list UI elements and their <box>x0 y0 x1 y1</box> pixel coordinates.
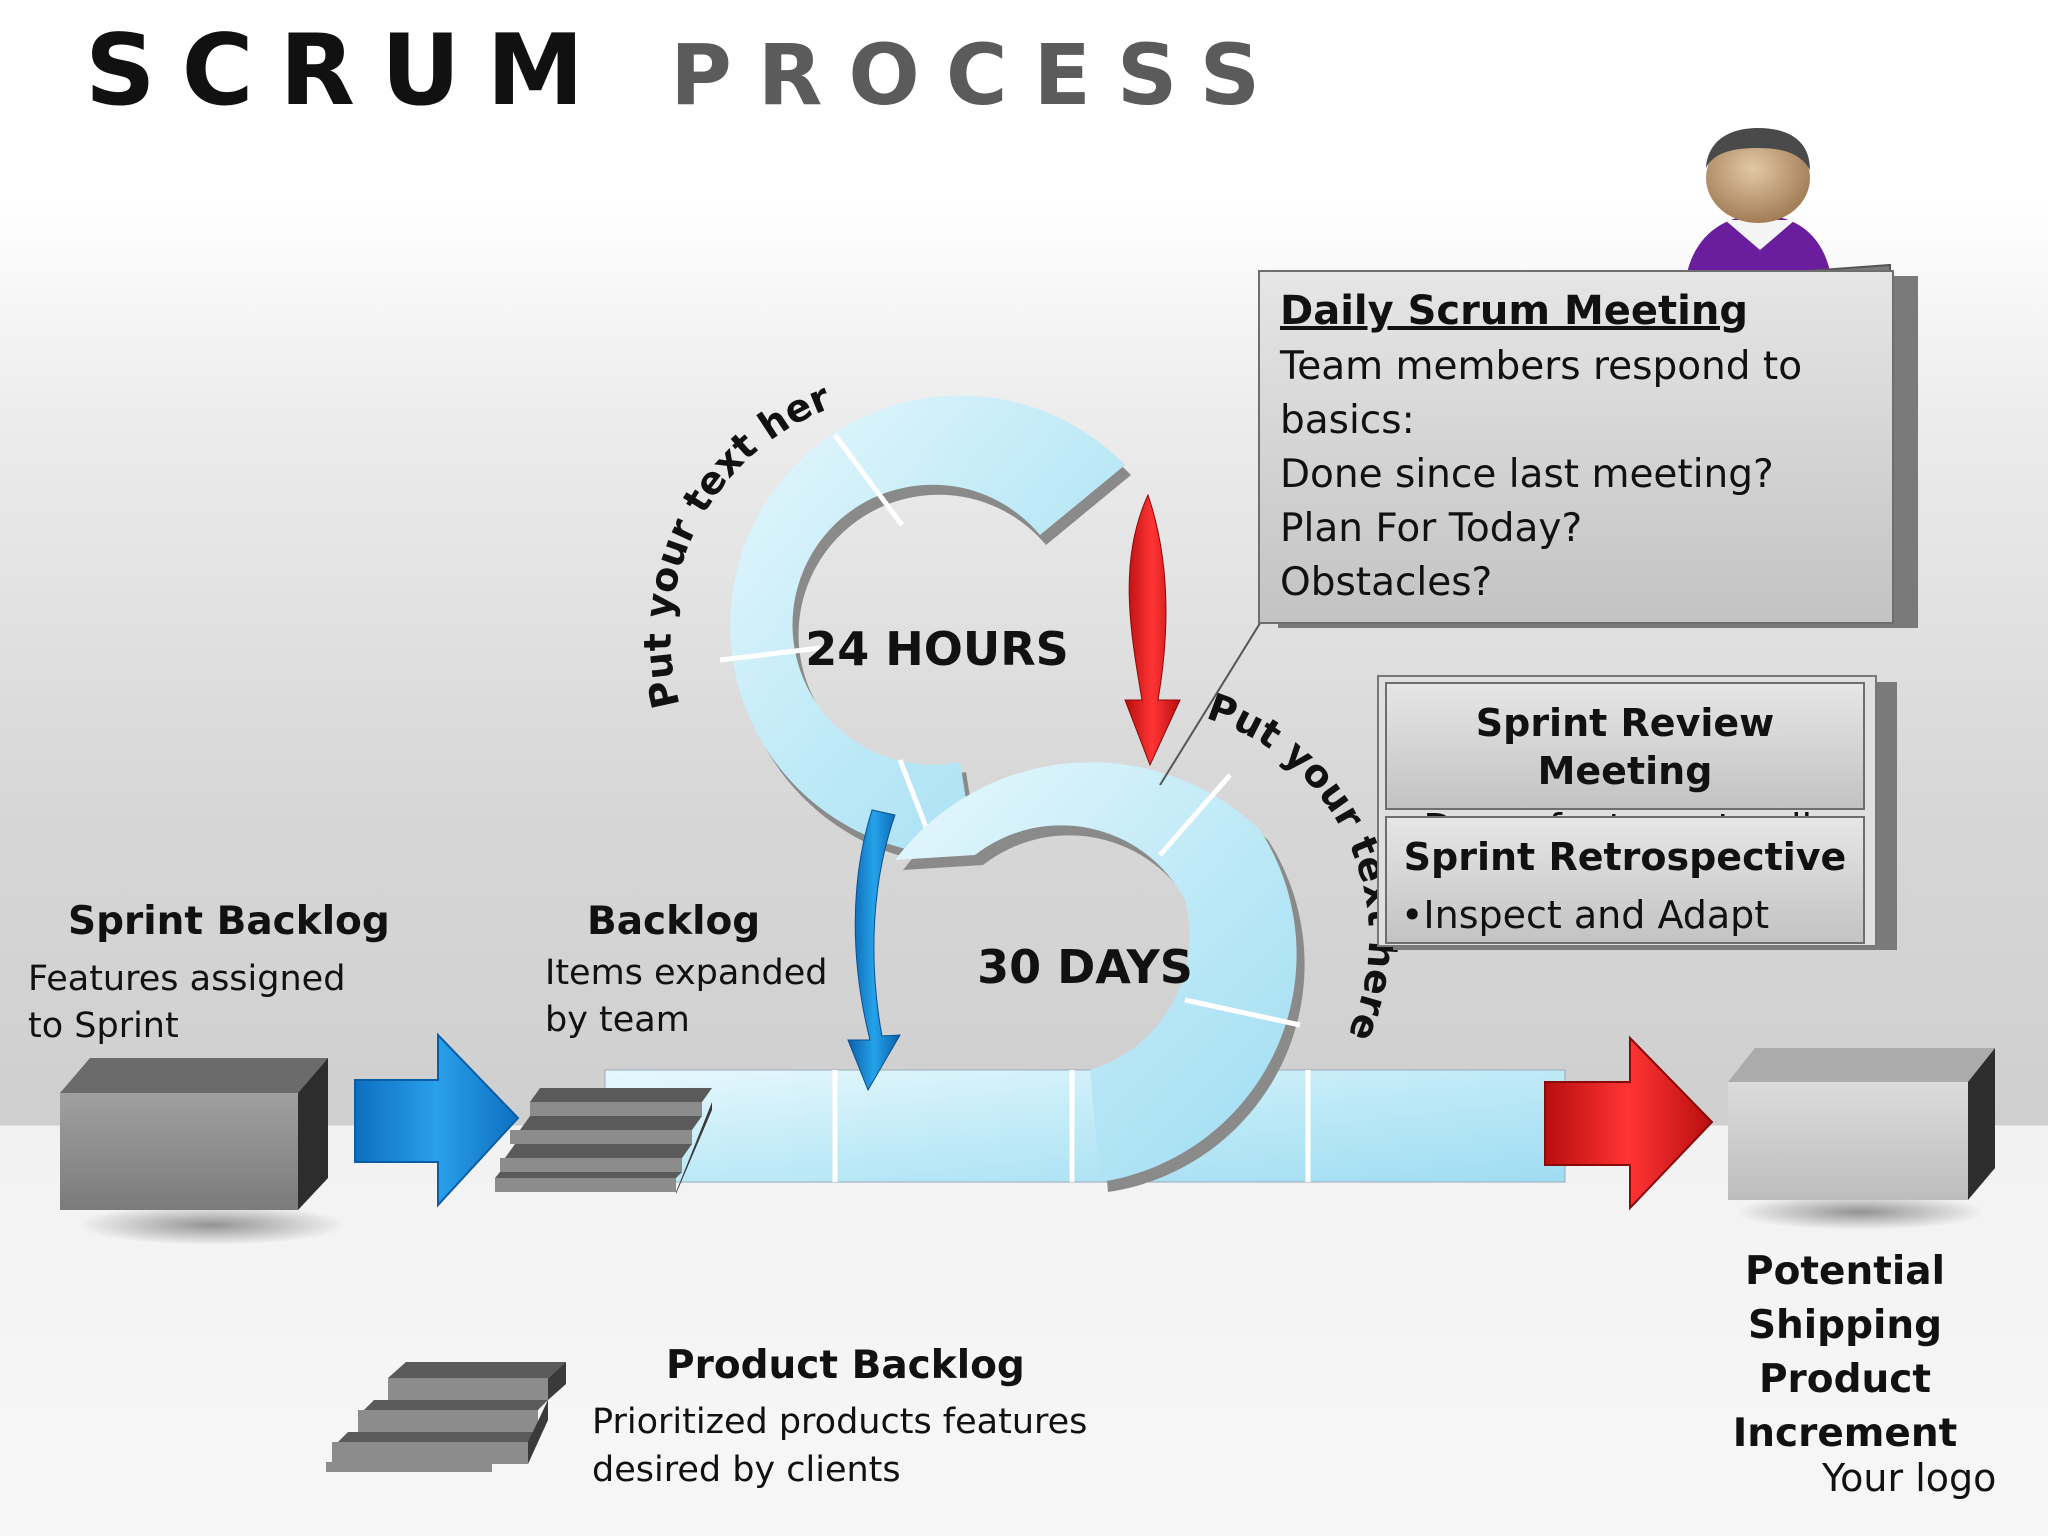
daily-scrum-line: Plan For Today? <box>1280 506 1583 551</box>
sprint-retro-item: •Inspect and Adapt <box>1401 892 1770 937</box>
sprint-backlog-heading: Sprint Backlog <box>68 899 390 944</box>
page-title: SCRUM PROCESS <box>85 22 1286 120</box>
person-icon <box>1685 128 1832 285</box>
daily-scrum-box: Daily Scrum Meeting Team members respond… <box>1258 270 1894 624</box>
daily-scrum-line: basics: <box>1280 398 1415 443</box>
increment-label: Potential Shipping Product Increment <box>1660 1245 2030 1461</box>
sprint-retro-heading: Sprint Retrospective <box>1403 835 1847 879</box>
sprint-backlog-label: Sprint Backlog <box>68 898 408 947</box>
sprint-review-box: Sprint Review Meeting •Demo features to … <box>1385 682 1865 850</box>
backlog-heading: Backlog <box>587 899 761 944</box>
cycle-blue-arrow <box>847 809 901 1092</box>
product-backlog-line: Prioritized products features <box>592 1402 1088 1442</box>
title-word-process: PROCESS <box>670 26 1287 124</box>
backlog-line: by team <box>545 1000 690 1040</box>
label-30-days: 30 DAYS <box>977 940 1193 994</box>
increment-line: Potential Shipping <box>1745 1249 1945 1348</box>
product-backlog-label: Product Backlog <box>666 1342 1025 1391</box>
backlog-label: Backlog <box>587 898 760 947</box>
product-backlog-line: desired by clients <box>592 1450 901 1490</box>
backlog-stairs <box>495 1088 712 1194</box>
daily-scrum-line: Done since last meeting? <box>1280 452 1774 497</box>
daily-scrum-line: Obstacles? <box>1280 560 1493 605</box>
product-backlog-heading: Product Backlog <box>666 1343 1025 1388</box>
sprint-retro-box: Sprint Retrospective •Inspect and Adapt <box>1385 816 1865 944</box>
backlog-line: Items expanded <box>545 953 828 993</box>
cycle-red-arrow <box>1124 493 1181 767</box>
arc-text-top: Put your text here <box>0 0 836 713</box>
product-backlog-stairs <box>326 1362 566 1472</box>
outer-cycle-ring <box>895 762 1305 1192</box>
daily-scrum-line: Team members respond to <box>1280 344 1803 389</box>
increment-line: Product Increment <box>1732 1357 1958 1456</box>
sprint-backlog-box <box>60 1058 347 1245</box>
sprint-backlog-line: Features assigned <box>28 959 346 999</box>
product-increment-box <box>1728 1048 1995 1230</box>
logo-placeholder: Your logo <box>1822 1456 1997 1500</box>
daily-scrum-heading: Daily Scrum Meeting <box>1280 288 1748 334</box>
title-word-scrum: SCRUM <box>85 14 611 128</box>
blue-flow-arrow <box>354 1032 520 1208</box>
product-backlog-desc: Prioritized products features desired by… <box>592 1398 1087 1494</box>
red-flow-arrow <box>1544 1035 1714 1211</box>
label-24-hours: 24 HOURS <box>805 622 1069 676</box>
sprint-backlog-desc: Features assigned to Sprint <box>28 956 388 1050</box>
sprint-review-heading: Sprint Review Meeting <box>1475 701 1775 793</box>
sprint-backlog-line: to Sprint <box>28 1006 179 1046</box>
backlog-desc: Items expanded by team <box>545 950 827 1044</box>
conveyor-band <box>604 1069 1566 1183</box>
callout-line <box>1159 619 1263 786</box>
